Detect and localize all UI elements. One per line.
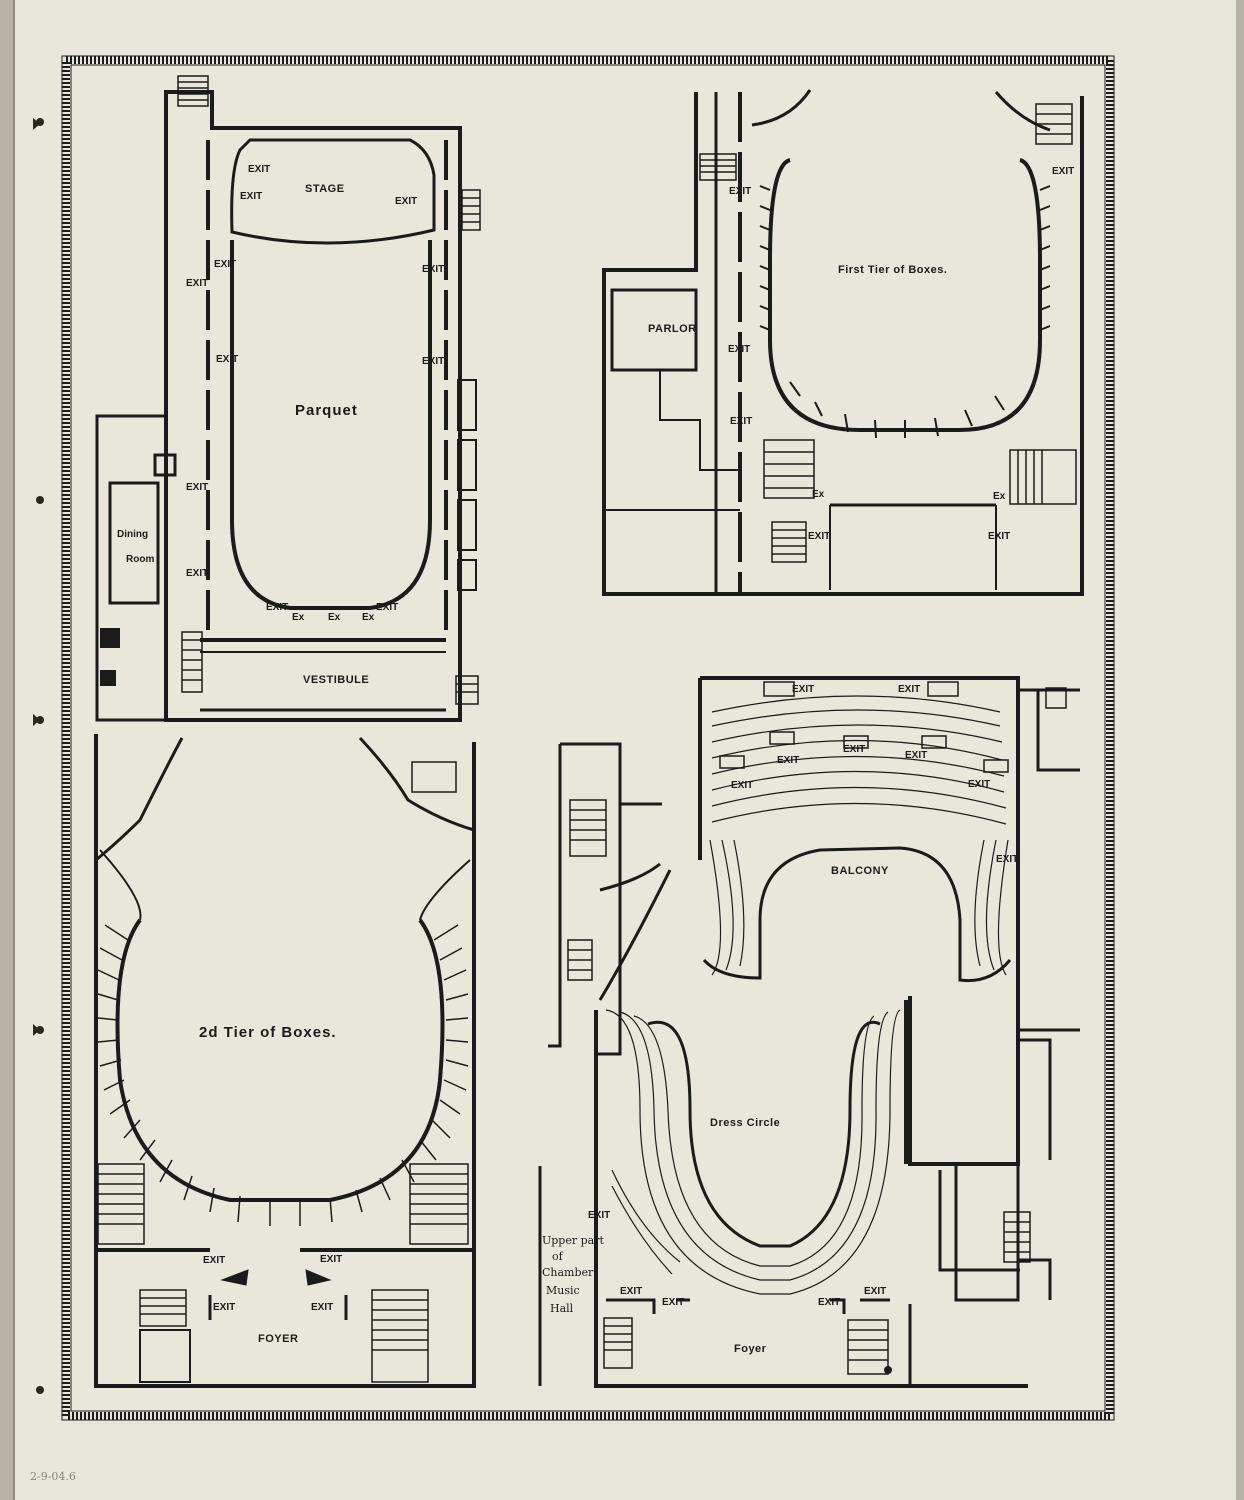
- foyer-label: FOYER: [258, 1333, 298, 1345]
- exit-label: EXIT: [818, 1297, 840, 1308]
- second-tier-title-prefix: 2d: [199, 1024, 219, 1041]
- dining-room-label-1: Dining: [117, 529, 148, 540]
- ex-label: Ex: [812, 489, 825, 500]
- exit-label: EXIT: [988, 531, 1010, 542]
- exit-label: EXIT: [843, 744, 865, 755]
- exit-label: EXIT: [422, 356, 444, 367]
- exit-label: EXIT: [320, 1254, 342, 1265]
- dress-circle-label: Dress Circle: [710, 1117, 780, 1129]
- exit-label: EXIT: [620, 1286, 642, 1297]
- exit-label: EXIT: [898, 684, 920, 695]
- exit-label: EXIT: [186, 482, 208, 493]
- dining-room-label-2: Room: [126, 554, 154, 565]
- paper: [14, 0, 1236, 1500]
- box-partitions: [97, 924, 469, 1226]
- exit-label: EXIT: [1052, 166, 1074, 177]
- first-tier-title: First Tier of Boxes.: [838, 264, 947, 276]
- exit-label: EXIT: [214, 259, 236, 270]
- second-tier-title: 2d Tier of Boxes.: [199, 1024, 337, 1041]
- exit-label: EXIT: [395, 196, 417, 207]
- exit-label: EXIT: [730, 416, 752, 427]
- exit-label: EXIT: [186, 278, 208, 289]
- ex-label: Ex: [993, 491, 1006, 502]
- exit-label: EXIT: [248, 164, 270, 175]
- stage-label: STAGE: [305, 183, 345, 195]
- parquet-labels: STAGE Parquet VESTIBULE Dining Room EXIT…: [117, 164, 444, 686]
- exit-label: EXIT: [311, 1302, 333, 1313]
- parlor-label: PARLOR: [648, 323, 697, 335]
- exit-label: EXIT: [240, 191, 262, 202]
- exit-label: EXIT: [662, 1297, 684, 1308]
- ex-label: Ex: [292, 612, 305, 623]
- balcony-label: BALCONY: [831, 865, 889, 877]
- exit-label: EXIT: [266, 602, 288, 613]
- page-border: [61, 55, 1115, 1421]
- second-tier-floor-plan: [94, 734, 476, 1388]
- exit-label: EXIT: [792, 684, 814, 695]
- exit-label: EXIT: [777, 755, 799, 766]
- balcony-dress-circle-floor-plan: [538, 676, 1080, 1388]
- exit-label: EXIT: [729, 186, 751, 197]
- ex-label: Ex: [328, 612, 341, 623]
- foyer-label: Foyer: [734, 1343, 767, 1355]
- exit-label: EXIT: [728, 344, 750, 355]
- parquet-floor-plan: [95, 75, 481, 722]
- exit-label: EXIT: [376, 602, 398, 613]
- chamber-music-hall-label-2: of: [552, 1250, 564, 1263]
- first-tier-floor-plan: [602, 89, 1084, 596]
- ex-label: Ex: [362, 612, 375, 623]
- chamber-music-hall-label-5: Hall: [550, 1302, 574, 1315]
- exit-label: EXIT: [864, 1286, 886, 1297]
- first-tier-labels: First Tier of Boxes. PARLOR EXIT EXIT EX…: [648, 166, 1074, 542]
- exit-label: EXIT: [216, 354, 238, 365]
- binding-holes: [33, 118, 44, 1394]
- box-partitions: [759, 185, 1051, 439]
- exit-label: EXIT: [905, 750, 927, 761]
- exit-label: EXIT: [213, 1302, 235, 1313]
- second-tier-title-text: Tier of Boxes.: [219, 1024, 337, 1041]
- exit-label: EXIT: [968, 779, 990, 790]
- exit-label: EXIT: [808, 531, 830, 542]
- pencil-note: 2-9-04.6: [30, 1470, 76, 1483]
- exit-label: EXIT: [588, 1210, 610, 1221]
- second-tier-labels: 2d Tier of Boxes. FOYER EXIT EXIT EXIT E…: [199, 1024, 342, 1345]
- vestibule-label: VESTIBULE: [303, 674, 369, 686]
- exit-label: EXIT: [186, 568, 208, 579]
- chamber-music-hall-label-4: Music: [546, 1284, 580, 1297]
- parquet-label: Parquet: [295, 402, 358, 419]
- exit-label: EXIT: [731, 780, 753, 791]
- exit-label: EXIT: [203, 1255, 225, 1266]
- chamber-music-hall-label-1: Upper part: [542, 1234, 604, 1247]
- exit-label: EXIT: [422, 264, 444, 275]
- exit-label: EXIT: [996, 854, 1018, 865]
- dress-circle-rows: [605, 1009, 901, 1295]
- balcony-labels: BALCONY Dress Circle Foyer EXIT EXIT EXI…: [542, 684, 1018, 1355]
- chamber-music-hall-label-3: Chamber: [542, 1266, 594, 1279]
